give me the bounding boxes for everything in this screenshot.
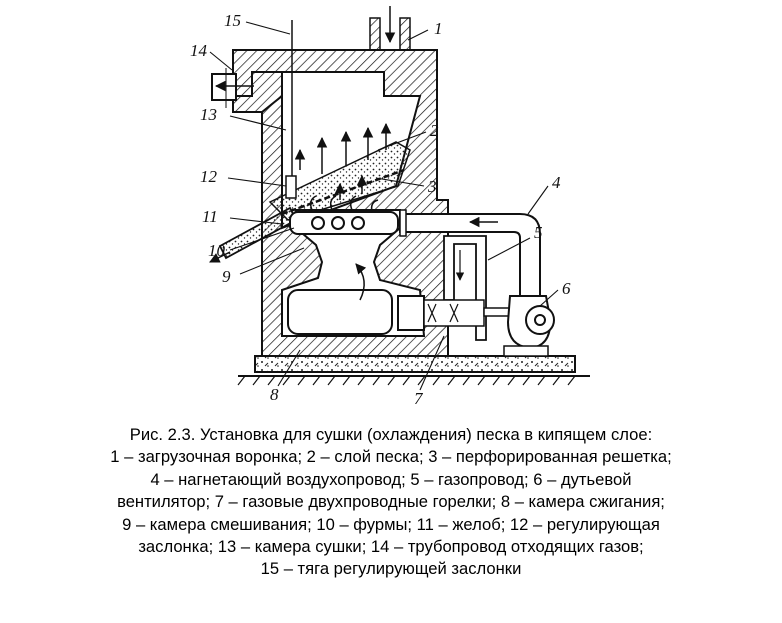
- exhaust-pipe: [211, 68, 254, 108]
- gas-flow-arrows: [294, 122, 392, 200]
- label-11: 11: [202, 207, 218, 226]
- label-1: 1: [434, 19, 443, 38]
- blower-fan: [503, 295, 555, 357]
- label-7: 7: [414, 389, 424, 408]
- gas-burners: [397, 295, 515, 331]
- label-13: 13: [200, 105, 217, 124]
- label-14: 14: [190, 41, 208, 60]
- label-15: 15: [224, 11, 241, 30]
- label-10: 10: [208, 241, 226, 260]
- figure-caption: Рис. 2.3. Установка для сушки (охлаждени…: [10, 424, 772, 581]
- loading-hopper: [369, 6, 411, 51]
- caption-title: Рис. 2.3. Установка для сушки (охлаждени…: [129, 425, 653, 444]
- label-6: 6: [562, 279, 571, 298]
- caption-line: 4 – нагнетающий воздухопровод; 5 – газоп…: [150, 469, 632, 489]
- label-8: 8: [270, 385, 279, 404]
- caption-line: 9 – камера смешивания; 10 – фурмы; 11 – …: [122, 514, 660, 534]
- installation-diagram: 1 2 3 4 5 6 7 8 9 10 11 12 13 14 15: [190, 6, 590, 408]
- damper: [285, 20, 297, 199]
- label-5: 5: [534, 223, 543, 242]
- caption-line: 15 – тяга регулирующей заслонки: [260, 559, 522, 579]
- tuyeres: [289, 195, 399, 235]
- label-3: 3: [427, 177, 437, 196]
- caption-line: заслонка; 13 – камера сушки; 14 – трубоп…: [138, 537, 644, 557]
- label-12: 12: [200, 167, 218, 186]
- foundation: [237, 355, 590, 386]
- caption-line: 1 – загрузочная воронка; 2 – слой песка;…: [110, 447, 672, 467]
- combustion-chamber: [287, 289, 393, 335]
- label-9: 9: [222, 267, 231, 286]
- reference-numbers: 1 2 3 4 5 6 7 8 9 10 11 12 13 14 15: [190, 11, 571, 408]
- label-2: 2: [430, 121, 439, 140]
- label-4: 4: [552, 173, 561, 192]
- caption-line: вентилятор; 7 – газовые двухпроводные го…: [117, 492, 665, 512]
- leader-lines: [209, 21, 559, 391]
